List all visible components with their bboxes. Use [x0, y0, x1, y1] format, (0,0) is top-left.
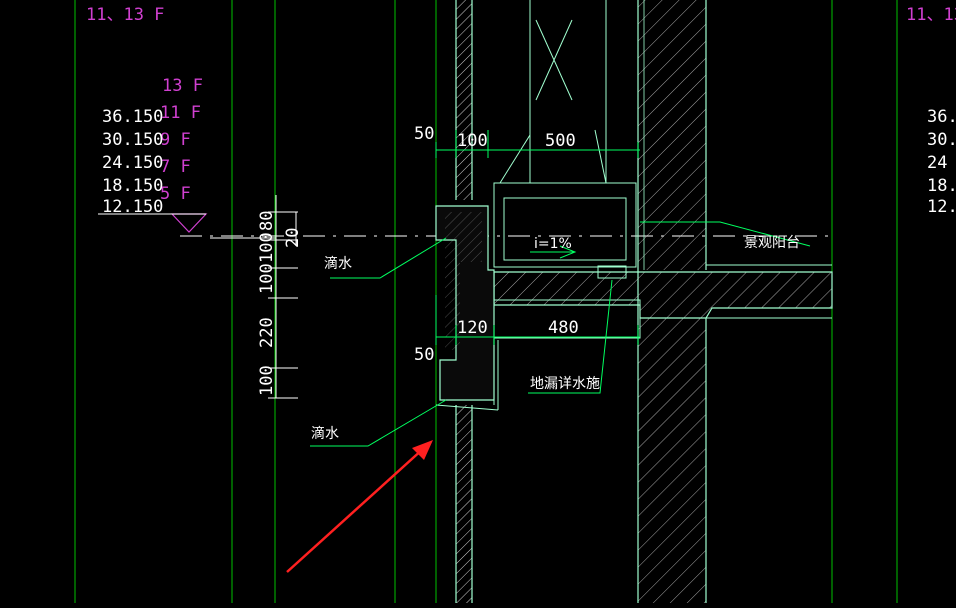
dim-120: 120 [457, 318, 488, 338]
slope-arrow [530, 245, 577, 259]
leader-lines [310, 221, 811, 447]
floor-label: 11 F [160, 103, 201, 123]
balcony-edge [435, 205, 641, 411]
dim-500: 500 [545, 131, 576, 151]
dim-480: 480 [548, 318, 579, 338]
dim-100: 100 [457, 131, 488, 151]
elevation-marker [170, 213, 208, 233]
floor-label: 9 F [160, 130, 191, 150]
vertical-dimension-chain [210, 195, 298, 399]
elevation-value-right: 36. [927, 107, 956, 127]
elevation-value: 30.150 [102, 130, 163, 150]
concrete-column [637, 0, 707, 603]
dim-vertical: 100 [257, 232, 277, 263]
label-floor-drain: 地漏详水施 [530, 376, 600, 392]
dim-50-bottom: 50 [414, 345, 434, 365]
dim-vertical: 100 [257, 263, 277, 294]
label-slope: i=1% [534, 236, 572, 252]
floor-label: 7 F [160, 157, 191, 177]
dim-50-top: 50 [414, 124, 434, 144]
elevation-value-right: 12. [927, 197, 956, 217]
dim-vertical: 100 [257, 365, 277, 396]
floor-label: 13 F [162, 76, 203, 96]
elevation-value-right: 24 [927, 153, 947, 173]
elevation-value-right: 30. [927, 130, 956, 150]
label-drip-lower: 滴水 [311, 425, 339, 442]
elevation-value-right: 18. [927, 176, 956, 196]
floor-slab [493, 264, 833, 319]
floor-header-right: 11、13 [906, 5, 956, 25]
floor-label: 5 F [160, 184, 191, 204]
red-annotation-arrow [286, 440, 433, 573]
elevation-value: 36.150 [102, 107, 163, 127]
dim-vertical: 80 [257, 211, 277, 231]
elevation-value: 24.150 [102, 153, 163, 173]
floor-header-left: 11、13 F [86, 5, 164, 25]
label-drip-upper: 滴水 [324, 255, 352, 272]
elevation-value: 12.150 [102, 197, 163, 217]
label-balcony: 景观阳台 [744, 235, 800, 251]
dim-vertical: 220 [257, 317, 277, 348]
elevation-value: 18.150 [102, 176, 163, 196]
dim-vertical: 20 [283, 228, 303, 248]
window-element [493, 0, 637, 268]
